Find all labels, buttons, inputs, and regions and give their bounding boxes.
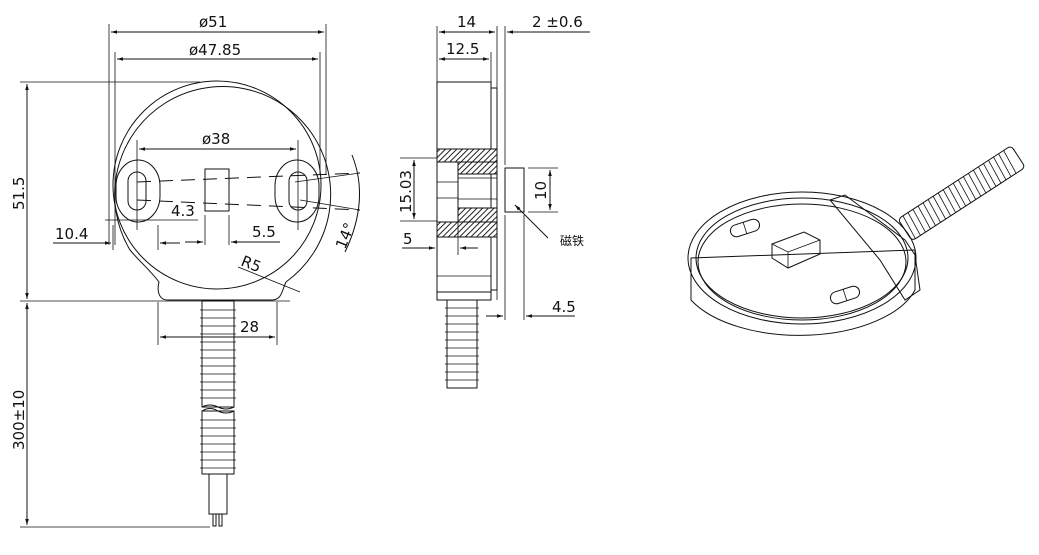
dim-body-thickness: 12.5 (446, 40, 479, 58)
front-view: ø51 ø47.85 51.5 ø38 (10, 13, 361, 528)
dim-total-thickness: 14 (457, 13, 476, 31)
side-view: 14 2 ±0.6 12.5 15.03 5 (397, 13, 590, 389)
dim-hole-spacing: ø38 (202, 130, 230, 148)
dim-gap: 2 ±0.6 (532, 13, 583, 31)
dim-magnet-width: 5.5 (252, 223, 276, 241)
dim-slot-width: 4.3 (171, 202, 195, 220)
magnet-label: 磁铁 (560, 233, 584, 248)
dim-slot-angle: 14° (332, 220, 359, 251)
dim-magnet-offset: 4.5 (552, 298, 576, 316)
dim-corner-radius: R5 (239, 252, 264, 276)
dim-height: 51.5 (10, 177, 28, 210)
dim-magnet-height: 10 (532, 181, 550, 200)
dim-cable-length: 300±10 (10, 390, 28, 450)
dim-bore-height: 15.03 (397, 170, 415, 213)
dim-outer-diameter: ø51 (199, 13, 227, 31)
dim-inner-diameter: ø47.85 (189, 41, 241, 59)
dim-mount-width: 28 (240, 318, 259, 336)
iso-view (687, 146, 1025, 336)
cable (200, 300, 236, 527)
dim-slot-offset: 10.4 (55, 225, 88, 243)
dim-bore-depth: 5 (403, 230, 413, 248)
